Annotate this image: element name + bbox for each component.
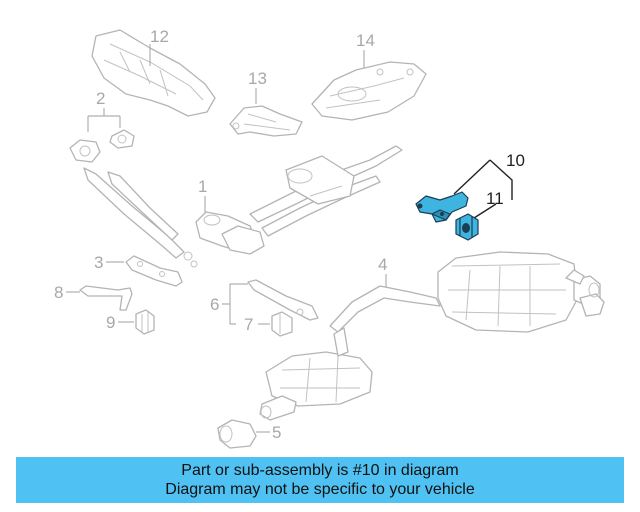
exhaust-parts-diagram: 12 2 13 14 1 [54, 27, 605, 449]
part-8-bracket: 8 [54, 283, 133, 311]
callout-10: 10 [506, 151, 525, 170]
callout-5: 5 [272, 423, 281, 442]
part-3-hanger: 3 [94, 253, 183, 287]
part-14-shield-tray: 14 [311, 31, 427, 121]
banner-line-part: Part or sub-assembly is #10 in diagram [181, 462, 459, 479]
callout-12: 12 [150, 27, 169, 46]
part-5-clamp: 5 [217, 419, 281, 449]
banner-line-disclaimer: Diagram may not be specific to your vehi… [165, 481, 475, 498]
callout-6: 6 [210, 295, 219, 314]
info-banner: Part or sub-assembly is #10 in diagram D… [16, 457, 624, 503]
callout-7: 7 [244, 315, 253, 334]
part-9-insulator: 9 [106, 309, 155, 335]
callout-4: 4 [378, 255, 387, 274]
callout-1: 1 [198, 177, 207, 196]
part-12-heat-shield: 12 [91, 27, 216, 117]
part-6-bracket: 6 [210, 279, 319, 325]
part-13-bracket: 13 [229, 69, 303, 137]
callout-13: 13 [248, 69, 267, 88]
part-10-bracket-highlighted[interactable]: 10 [415, 151, 525, 223]
callout-11: 11 [486, 189, 504, 208]
part-1-front-pipe: 1 [83, 145, 403, 268]
part-4-rear-muffler: 4 [329, 251, 605, 333]
callout-14: 14 [356, 31, 375, 50]
callout-3: 3 [94, 253, 103, 272]
callout-2: 2 [96, 89, 105, 108]
callout-9: 9 [106, 313, 115, 332]
part-2-gaskets: 2 [69, 89, 135, 163]
part-4-front-muffler [259, 327, 373, 421]
callout-8: 8 [54, 283, 63, 302]
part-11-insulator-highlighted[interactable]: 11 [455, 189, 504, 241]
part-7-insulator: 7 [244, 311, 293, 337]
